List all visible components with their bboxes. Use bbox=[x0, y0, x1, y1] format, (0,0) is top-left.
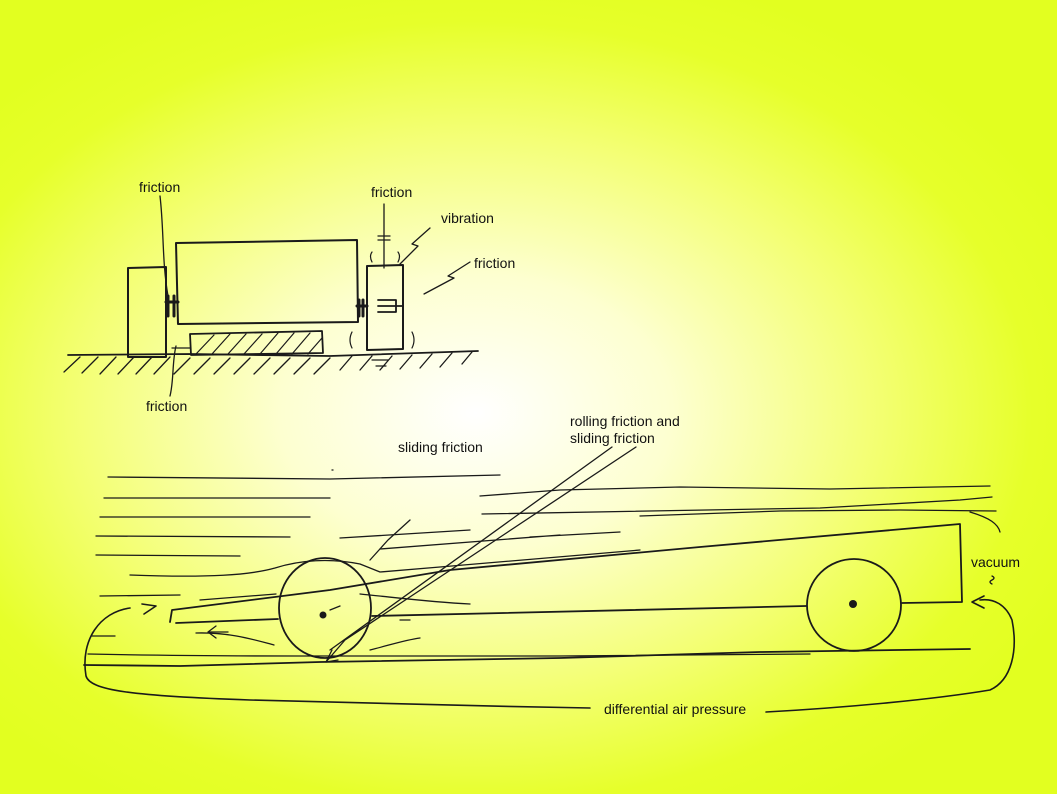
label-differential-air-pressure: differential air pressure bbox=[604, 701, 747, 717]
front-axle-dot bbox=[319, 611, 327, 619]
front-arrowhead bbox=[207, 625, 229, 639]
ground-hatching bbox=[63, 351, 473, 375]
rolling-friction-pointer bbox=[325, 446, 637, 663]
label-rolling-friction: rolling friction and sliding friction bbox=[570, 413, 680, 446]
pressure-arrowhead-right bbox=[971, 595, 985, 609]
label-sliding-friction: sliding friction bbox=[398, 439, 483, 455]
car-diagram bbox=[83, 446, 1015, 713]
friction-zigzag-right bbox=[423, 261, 471, 295]
friction-pointer-bottom bbox=[169, 345, 191, 397]
air-streamlines bbox=[87, 469, 1001, 657]
label-friction-top-left: friction bbox=[139, 179, 181, 195]
label-friction-top-mid: friction bbox=[371, 184, 413, 200]
right-bearing-block bbox=[366, 264, 404, 351]
rear-axle-dot bbox=[849, 600, 857, 608]
pressure-loop bbox=[84, 598, 1015, 713]
hatched-base bbox=[189, 330, 324, 356]
car-body bbox=[169, 523, 963, 624]
sliding-friction-pointer bbox=[325, 649, 339, 663]
label-vibration: vibration bbox=[441, 210, 494, 226]
friction-pointer-top-mid bbox=[377, 203, 391, 269]
left-block bbox=[127, 266, 167, 358]
right-coupling bbox=[355, 298, 369, 318]
label-friction-bottom: friction bbox=[146, 398, 188, 414]
left-coupling bbox=[164, 294, 180, 318]
bearing-shaft bbox=[377, 299, 403, 313]
pressure-arrowhead-left bbox=[141, 603, 157, 615]
label-friction-right: friction bbox=[474, 255, 516, 271]
machine-diagram bbox=[63, 195, 479, 397]
label-vacuum: vacuum bbox=[971, 554, 1021, 570]
friction-pointer-top-left bbox=[159, 195, 169, 297]
vibration-zigzag bbox=[399, 227, 431, 265]
base-hatching bbox=[195, 332, 323, 355]
front-wheel bbox=[278, 557, 372, 659]
vacuum-marks bbox=[989, 575, 995, 585]
road-line bbox=[83, 648, 971, 667]
motor-body bbox=[175, 239, 359, 325]
vibration-marks bbox=[349, 251, 415, 367]
